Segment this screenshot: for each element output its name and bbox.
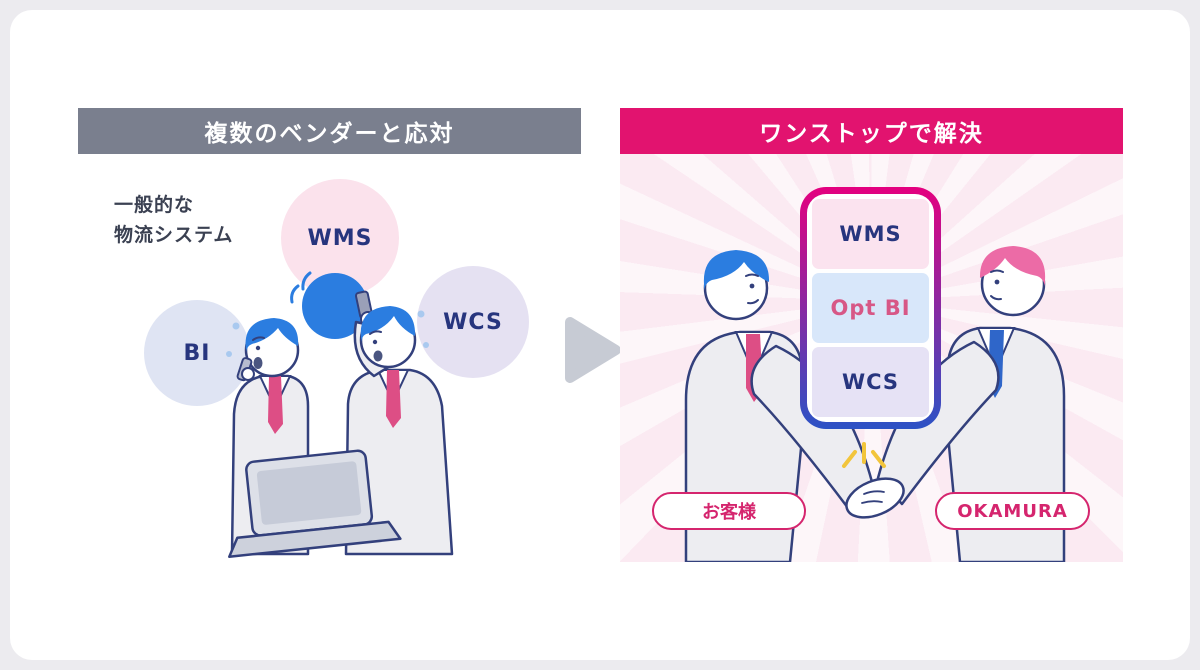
left-panel-header: 複数のベンダーと応対 (78, 108, 581, 154)
stack-row-optbi: Opt BI (812, 273, 929, 343)
sweat-drops (226, 322, 240, 357)
right-panel-body: WMS Opt BI WCS お客様 OKAMURA (620, 154, 1123, 562)
circle-wcs: WCS (417, 266, 529, 378)
left-panel-body: WMS BI WCS 一般的な 物流システム (78, 154, 581, 562)
sweat-drops (417, 310, 429, 348)
pill-customer: お客様 (652, 492, 806, 530)
circle-bi: BI (144, 300, 250, 406)
right-panel-header: ワンストップで解決 (620, 108, 1123, 154)
right-panel: ワンストップで解決 (620, 108, 1123, 562)
stack-row-wcs: WCS (812, 347, 929, 417)
pill-okamura: OKAMURA (935, 492, 1090, 530)
stressed-workers-illustration (226, 271, 454, 558)
system-stack: WMS Opt BI WCS (800, 187, 941, 429)
caption: 一般的な 物流システム (114, 190, 233, 251)
stack-row-wms: WMS (812, 199, 929, 269)
transition-arrow (562, 314, 626, 386)
left-panel: 複数のベンダーと応対 WMS BI WCS 一般的な 物流システム (78, 108, 581, 562)
worker-figure-right (344, 290, 454, 556)
caption-line-1: 一般的な (114, 194, 195, 216)
handshake-icon (845, 477, 905, 519)
laptop-icon (228, 449, 402, 558)
caption-line-2: 物流システム (114, 224, 234, 247)
system-stack-inner: WMS Opt BI WCS (807, 194, 934, 422)
sparkle-icon (842, 442, 886, 468)
arrow-right-icon (565, 317, 621, 383)
blue-head-icon (290, 271, 368, 339)
